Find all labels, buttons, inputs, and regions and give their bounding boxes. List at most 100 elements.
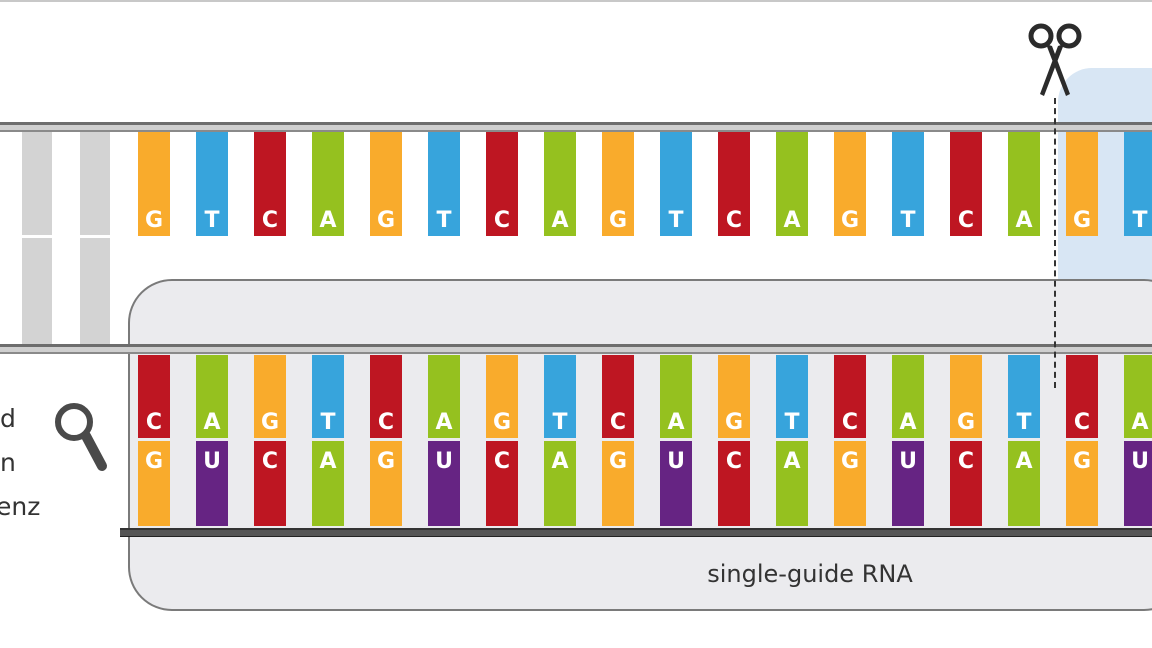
base-G: G	[834, 441, 866, 526]
base-letter: G	[144, 449, 164, 474]
base-letter: G	[608, 208, 628, 233]
base-letter: C	[261, 449, 279, 474]
base-G: G	[370, 441, 402, 526]
base-G: G	[370, 132, 402, 236]
gray-basepair	[80, 238, 110, 344]
base-letter: C	[957, 208, 975, 233]
base-C: C	[834, 355, 866, 438]
base-G: G	[1066, 132, 1098, 236]
gray-basepair	[80, 132, 110, 235]
base-C: C	[602, 355, 634, 438]
base-G: G	[254, 355, 286, 438]
base-letter: U	[667, 449, 685, 474]
base-letter: A	[203, 410, 221, 435]
sgrna-label: single-guide RNA	[707, 560, 913, 588]
side-label-line-3: enz	[0, 492, 41, 521]
base-letter: U	[203, 449, 221, 474]
base-C: C	[1066, 355, 1098, 438]
base-G: G	[1066, 441, 1098, 526]
base-T: T	[1008, 355, 1040, 438]
dna-top-backbone	[0, 122, 1152, 132]
base-letter: T	[1132, 208, 1148, 233]
base-letter: G	[1072, 449, 1092, 474]
gray-basepair	[22, 132, 52, 235]
base-letter: C	[1073, 410, 1091, 435]
base-letter: T	[204, 208, 220, 233]
base-U: U	[196, 441, 228, 526]
base-A: A	[312, 132, 344, 236]
base-letter: A	[551, 208, 569, 233]
cut-site-line	[1054, 98, 1056, 388]
base-letter: A	[319, 208, 337, 233]
base-A: A	[196, 355, 228, 438]
side-label-line-2: n	[0, 448, 16, 477]
base-C: C	[138, 355, 170, 438]
base-G: G	[834, 132, 866, 236]
scissors-icon	[1028, 23, 1082, 96]
base-letter: A	[1015, 449, 1033, 474]
base-C: C	[486, 132, 518, 236]
base-letter: C	[493, 449, 511, 474]
base-C: C	[718, 441, 750, 526]
base-A: A	[1008, 441, 1040, 526]
base-letter: G	[376, 449, 396, 474]
base-letter: G	[956, 410, 976, 435]
base-T: T	[196, 132, 228, 236]
base-letter: C	[145, 410, 163, 435]
base-T: T	[312, 355, 344, 438]
base-letter: T	[1016, 410, 1032, 435]
base-letter: A	[783, 208, 801, 233]
base-T: T	[660, 132, 692, 236]
base-C: C	[718, 132, 750, 236]
base-T: T	[544, 355, 576, 438]
base-T: T	[776, 355, 808, 438]
base-C: C	[486, 441, 518, 526]
base-C: C	[950, 132, 982, 236]
base-A: A	[892, 355, 924, 438]
base-letter: T	[668, 208, 684, 233]
base-letter: G	[1072, 208, 1092, 233]
rna-backbone	[120, 528, 1152, 537]
base-letter: A	[1015, 208, 1033, 233]
base-C: C	[370, 355, 402, 438]
base-letter: A	[1131, 410, 1149, 435]
base-G: G	[602, 441, 634, 526]
base-letter: T	[436, 208, 452, 233]
base-letter: C	[261, 208, 279, 233]
base-letter: A	[899, 410, 917, 435]
base-A: A	[1008, 132, 1040, 236]
base-letter: G	[144, 208, 164, 233]
base-letter: A	[783, 449, 801, 474]
base-letter: T	[784, 410, 800, 435]
base-letter: G	[840, 208, 860, 233]
base-G: G	[718, 355, 750, 438]
base-A: A	[1124, 355, 1152, 438]
base-T: T	[1124, 132, 1152, 236]
base-letter: A	[667, 410, 685, 435]
base-letter: U	[435, 449, 453, 474]
base-G: G	[950, 355, 982, 438]
base-C: C	[950, 441, 982, 526]
base-G: G	[486, 355, 518, 438]
base-C: C	[254, 132, 286, 236]
base-letter: C	[493, 208, 511, 233]
base-letter: U	[899, 449, 917, 474]
base-G: G	[602, 132, 634, 236]
dna-bottom-backbone	[0, 344, 1152, 354]
base-T: T	[892, 132, 924, 236]
base-letter: A	[551, 449, 569, 474]
base-A: A	[660, 355, 692, 438]
base-letter: U	[1131, 449, 1149, 474]
base-letter: T	[320, 410, 336, 435]
base-A: A	[776, 132, 808, 236]
gray-basepair	[22, 238, 52, 344]
base-letter: C	[377, 410, 395, 435]
base-A: A	[544, 441, 576, 526]
base-A: A	[544, 132, 576, 236]
base-letter: G	[260, 410, 280, 435]
base-letter: C	[609, 410, 627, 435]
base-G: G	[138, 132, 170, 236]
base-C: C	[254, 441, 286, 526]
base-letter: G	[840, 449, 860, 474]
base-A: A	[428, 355, 460, 438]
